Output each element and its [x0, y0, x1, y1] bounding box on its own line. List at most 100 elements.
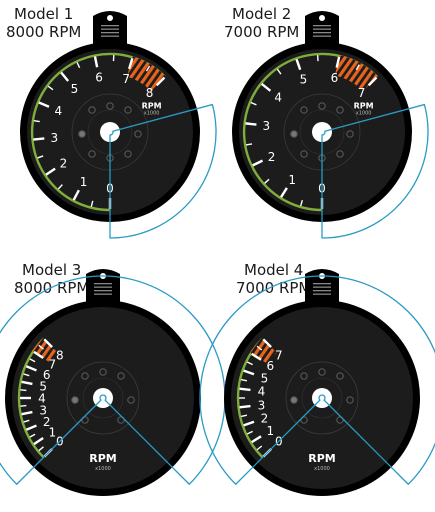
indicator-lamp-icon — [124, 106, 132, 114]
indicator-lamp-icon — [346, 396, 354, 404]
minor-tick — [256, 345, 263, 351]
indicator-lamp-icon — [290, 130, 298, 138]
indicator-lamp-icon — [78, 130, 86, 138]
major-tick — [155, 76, 166, 87]
redline-zone — [250, 337, 277, 364]
tab-print-line — [313, 35, 331, 37]
major-tick — [251, 435, 262, 444]
major-tick — [33, 437, 44, 446]
minor-tick — [264, 178, 270, 184]
indicator-lamp-icon — [336, 372, 344, 380]
major-tick — [21, 410, 33, 416]
green-ring — [242, 52, 379, 212]
major-tick — [243, 420, 255, 427]
tick-label: 1 — [267, 424, 275, 438]
inner-ring — [301, 377, 343, 419]
tick-label: 5 — [300, 73, 308, 87]
tick-label: 4 — [274, 91, 282, 105]
caption-rpm: 7000 RPM — [236, 279, 312, 297]
tick-label: 7 — [122, 72, 130, 86]
major-tick — [60, 71, 70, 82]
major-tick — [45, 167, 56, 176]
caption-model: Model 1 — [14, 5, 74, 23]
tick-label: 7 — [358, 86, 366, 100]
major-tick — [25, 365, 37, 372]
rpm-unit: x1000 — [356, 110, 372, 116]
tick-label: 1 — [288, 173, 296, 187]
minor-tick — [276, 68, 282, 75]
tick-label: 7 — [275, 348, 283, 362]
caption-rpm: 8000 RPM — [6, 23, 82, 41]
minor-tick — [37, 155, 44, 159]
tick-label: 5 — [261, 371, 269, 385]
major-tick — [251, 352, 262, 361]
minor-tick — [29, 358, 36, 363]
overlay-outline — [109, 103, 217, 239]
indicator-lamp-icon — [117, 372, 125, 380]
tick-label: 8 — [146, 86, 154, 100]
rpm-label: RPM — [308, 452, 335, 465]
mounting-hole — [319, 15, 325, 21]
minor-tick — [76, 62, 81, 69]
overlay-outline — [199, 275, 435, 485]
tick-label: 1 — [80, 175, 88, 189]
tick-label: 4 — [258, 385, 266, 399]
tab-print-line — [313, 293, 331, 295]
minor-tick — [145, 65, 151, 72]
indicator-lamp-icon — [106, 102, 114, 110]
indicator-lamp-icon — [300, 372, 308, 380]
major-tick — [38, 101, 50, 108]
major-tick — [239, 387, 251, 392]
rpm-unit: x1000 — [95, 466, 111, 472]
minor-tick — [90, 200, 94, 207]
rpm-unit: x1000 — [144, 110, 160, 116]
major-tick — [295, 58, 302, 71]
tick-label: 4 — [38, 392, 46, 406]
needle-hub — [100, 122, 120, 142]
tick-label: 1 — [48, 425, 56, 439]
minor-tick — [29, 433, 36, 438]
inner-ring — [82, 377, 124, 419]
minor-tick — [47, 85, 54, 91]
needle-hub — [312, 122, 332, 142]
major-tick — [261, 83, 272, 92]
minor-tick — [246, 361, 253, 366]
indicator-lamp-icon — [336, 106, 344, 114]
tab-print-line — [101, 25, 119, 27]
minor-tick — [300, 200, 304, 207]
minor-tick — [33, 120, 40, 123]
tab-print-line — [101, 28, 119, 30]
rpm-label: RPM — [354, 101, 374, 110]
major-tick — [33, 137, 45, 141]
caption-model: Model 3 — [22, 261, 82, 279]
indicator-lamp-icon — [88, 106, 96, 114]
indicator-lamp-icon — [134, 130, 142, 138]
mounting-hole — [107, 15, 113, 21]
tab-print-line — [313, 290, 331, 292]
inner-ring — [285, 361, 359, 435]
rpm-label: RPM — [89, 452, 116, 465]
caption-model: Model 2 — [232, 5, 292, 23]
tick-label: 6 — [331, 71, 339, 85]
tick-label: 2 — [268, 150, 276, 164]
tick-label: 4 — [54, 104, 62, 118]
tick-label: 3 — [263, 119, 271, 133]
tick-label: 2 — [43, 415, 51, 429]
major-tick — [33, 350, 44, 359]
tick-label: 2 — [60, 157, 68, 171]
tick-label: 5 — [39, 380, 47, 394]
tick-label: 2 — [261, 412, 269, 426]
redline-zone — [126, 56, 166, 91]
major-tick — [262, 338, 272, 348]
minor-tick — [240, 378, 248, 382]
indicator-lamp-icon — [81, 372, 89, 380]
major-tick — [280, 187, 288, 198]
major-tick — [25, 424, 37, 431]
tick-label: 3 — [50, 131, 58, 145]
tab-print-line — [94, 283, 112, 285]
